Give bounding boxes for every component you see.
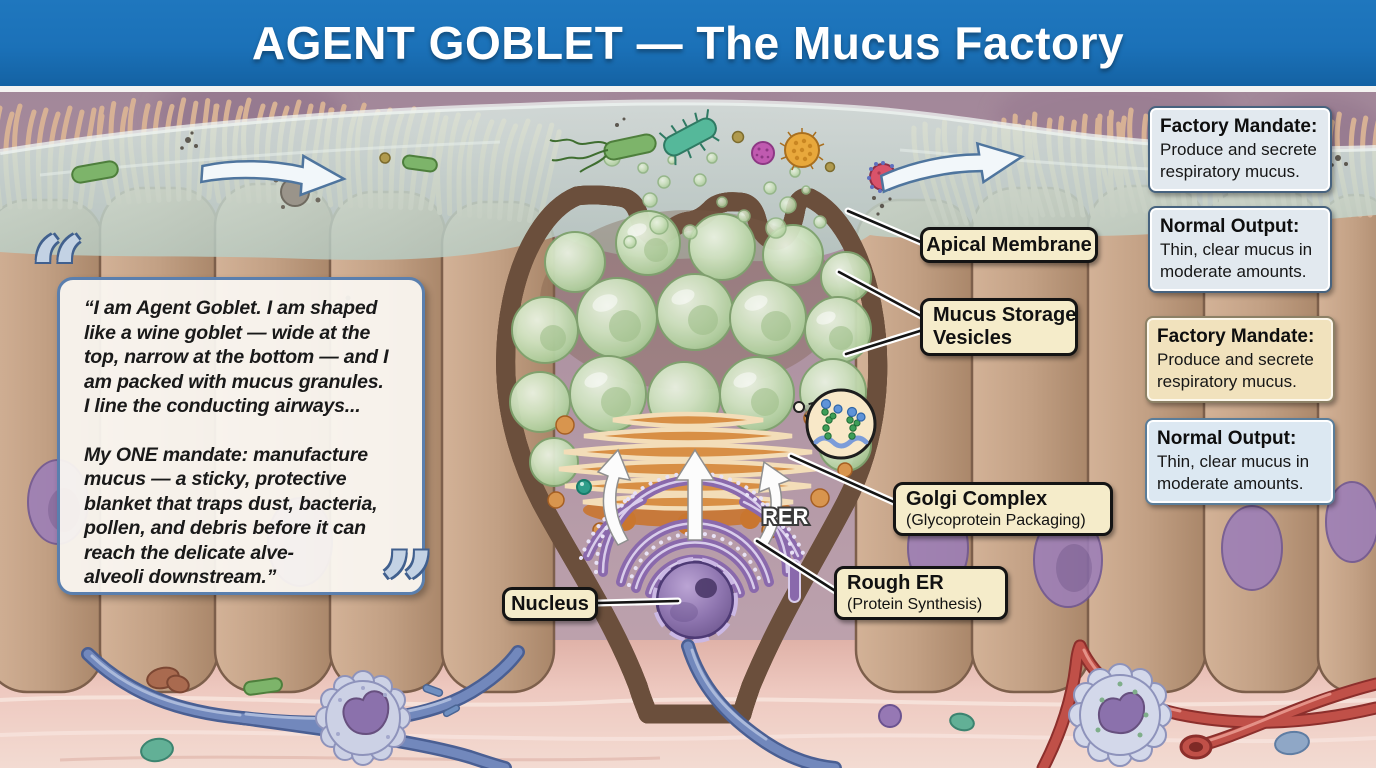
info-title: Factory Mandate: (1160, 116, 1318, 137)
vesicle-mottling (540, 238, 853, 417)
info-box-normal-output-2: Normal Output: Thin, clear mucus in mode… (1145, 418, 1335, 505)
particle-gold (731, 130, 745, 144)
label-text: Mucus Storage (933, 304, 1077, 326)
label-subtext: (Protein Synthesis) (847, 596, 983, 613)
glycoprotein-inset (793, 388, 877, 460)
glycoprotein-tips (820, 398, 866, 422)
page-title: AGENT GOBLET — The Mucus Factory (251, 17, 1125, 69)
rer-annotation: RER (762, 504, 809, 529)
label-text: Apical Membrane (926, 233, 1092, 256)
particle-gold (379, 152, 391, 164)
bacterium-spiky (658, 109, 720, 166)
particle-gold (824, 161, 836, 173)
pollen-grain (779, 128, 825, 171)
leader-lines (594, 207, 927, 607)
info-title: Normal Output: (1157, 428, 1297, 449)
info-body: Produce and secrete respiratory mucus. (1160, 140, 1317, 181)
label-subtext: (Glycoprotein Packaging) (906, 512, 1086, 529)
quote-gap (84, 419, 402, 443)
quote-paragraph-2: My ONE mandate: manufacture mucus — a st… (84, 443, 378, 589)
nucleus-organelle (652, 557, 738, 643)
agent-quote-box: “I am Agent Goblet. I am shaped like a w… (57, 277, 425, 595)
label-nucleus: Nucleus (502, 587, 598, 621)
immune-cell-left (315, 670, 411, 766)
tissue-microbes (140, 666, 1310, 763)
close-quote-mark: ” (380, 531, 436, 644)
glycoprotein-chains (821, 408, 861, 440)
info-box-factory-mandate-2: Factory Mandate: Produce and secrete res… (1145, 316, 1335, 403)
info-box-normal-output-1: Normal Output: Thin, clear mucus in mode… (1148, 206, 1332, 293)
open-quote-mark: “ (30, 216, 86, 329)
info-body: Thin, clear mucus in moderate amounts. (1157, 452, 1310, 493)
label-golgi-complex: Golgi Complex (Glycoprotein Packaging) (893, 482, 1113, 536)
vesicle-highlights (584, 223, 836, 388)
title-bar: AGENT GOBLET — The Mucus Factory (0, 0, 1376, 86)
label-text: Vesicles (933, 327, 1012, 349)
label-text: Rough ER (847, 572, 944, 594)
info-body: Thin, clear mucus in moderate amounts. (1160, 240, 1313, 281)
immune-cell-right (1068, 663, 1172, 767)
virus-magenta (751, 141, 775, 165)
label-text: Nucleus (511, 592, 589, 615)
bacterium-flagellated (549, 133, 657, 173)
info-box-factory-mandate-1: Factory Mandate: Produce and secrete res… (1148, 106, 1332, 193)
venule-blue (81, 639, 842, 768)
label-apical-membrane: Apical Membrane (920, 227, 1098, 263)
secretion-arrows (596, 448, 792, 549)
label-rough-er: Rough ER (Protein Synthesis) (834, 566, 1008, 620)
quote-paragraph-1: “I am Agent Goblet. I am shaped like a w… (84, 297, 389, 417)
info-title: Factory Mandate: (1157, 326, 1315, 347)
info-title: Normal Output: (1160, 216, 1300, 237)
label-mucus-storage-vesicles: Mucus Storage Vesicles (920, 298, 1078, 356)
label-text: Golgi Complex (906, 488, 1048, 510)
info-body: Produce and secrete respiratory mucus. (1157, 350, 1314, 391)
mitochondrion-dot (576, 479, 592, 495)
title-bar-divider (0, 86, 1376, 92)
